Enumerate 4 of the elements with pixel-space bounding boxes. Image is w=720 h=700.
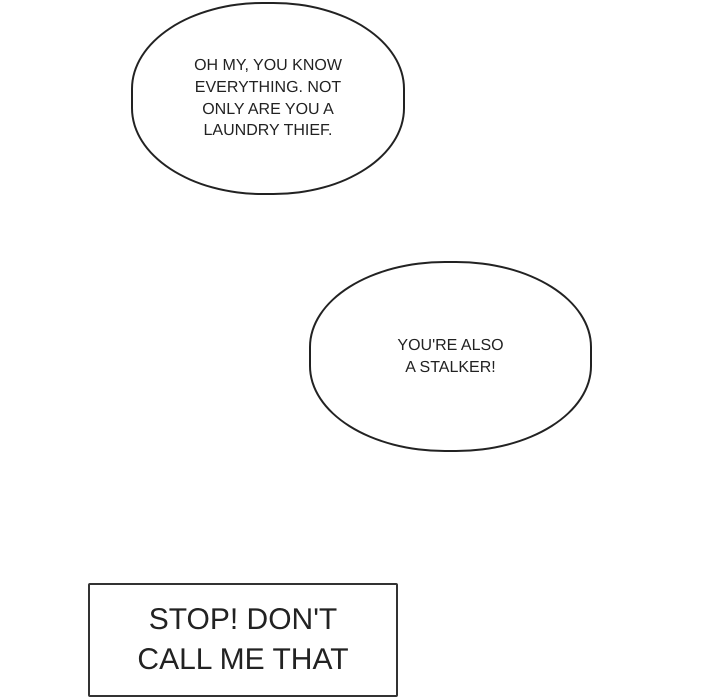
dialogue-text: STOP! DON'T CALL ME THAT (136, 602, 350, 678)
dialogue-text: OH MY, YOU KNOW EVERYTHING. NOT ONLY ARE YOU A LAUNDRY THIEF. (193, 56, 343, 142)
caption-box (88, 583, 398, 697)
dialogue-text: YOU'RE ALSO A STALKER! (396, 336, 505, 378)
